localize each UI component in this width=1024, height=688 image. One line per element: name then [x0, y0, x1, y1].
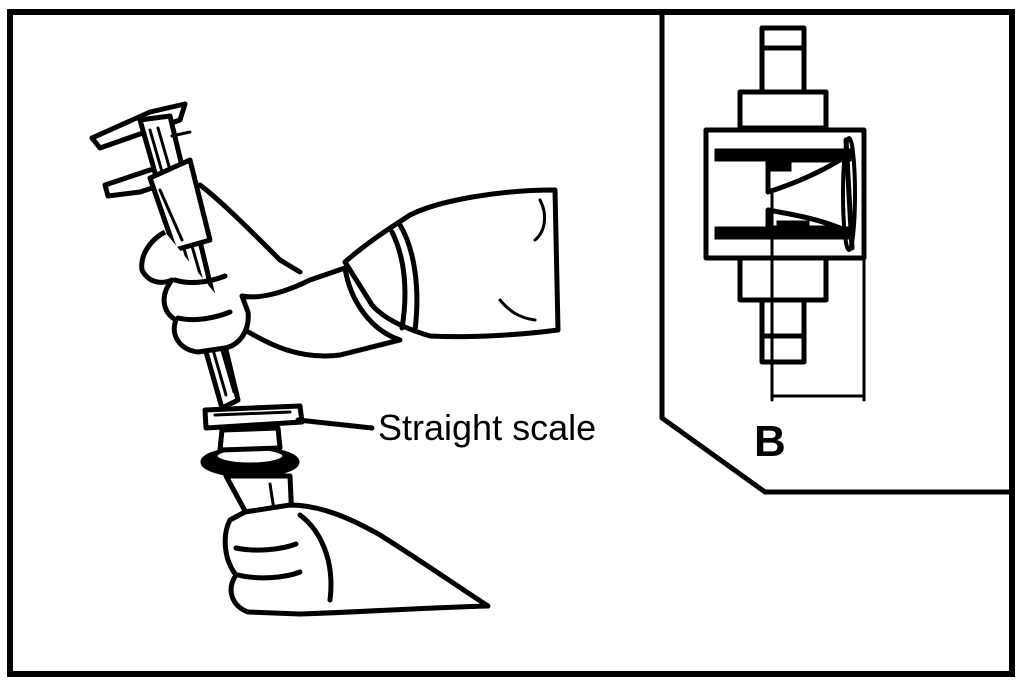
caliper-slider-detail	[158, 188, 184, 242]
section-bottom-stem	[759, 297, 807, 365]
caliper-tick	[170, 130, 192, 138]
section-insert-2	[776, 220, 810, 232]
caliper-slider	[147, 157, 213, 253]
section-top-stem	[759, 25, 807, 95]
section-shoulder	[737, 89, 829, 131]
part-hub	[217, 425, 283, 453]
upper-hand-fingers	[139, 229, 403, 359]
lower-finger-crease-2	[235, 569, 303, 581]
sleeve-cuff-line-2	[389, 229, 408, 331]
section-flange-ring	[841, 136, 857, 252]
inset-cross-section	[703, 25, 867, 402]
sleeve-fold-2	[498, 298, 537, 322]
upper-hand-thumb	[197, 182, 303, 275]
lower-hand	[222, 502, 491, 617]
finger-crease-1	[172, 273, 228, 286]
callout-label: Straight scale	[378, 407, 596, 448]
callout-leader-line	[295, 417, 375, 431]
upper-hand	[139, 182, 561, 359]
sleeve-cuff-line	[397, 222, 420, 333]
straight-scale-bar	[202, 403, 305, 431]
finger-crease-2	[175, 309, 233, 323]
lower-thumb	[297, 512, 334, 603]
section-insert-1	[768, 160, 792, 172]
inset-panel-border	[659, 11, 1013, 495]
inset-letter-label: B	[754, 417, 786, 466]
section-flange-edge	[843, 137, 855, 251]
straight-scale-marks	[213, 410, 292, 417]
lower-finger-crease-1	[233, 541, 299, 553]
section-lower-shoulder	[737, 255, 829, 303]
straight-scale-assembly	[200, 403, 305, 523]
sleeve-fold	[533, 198, 547, 242]
